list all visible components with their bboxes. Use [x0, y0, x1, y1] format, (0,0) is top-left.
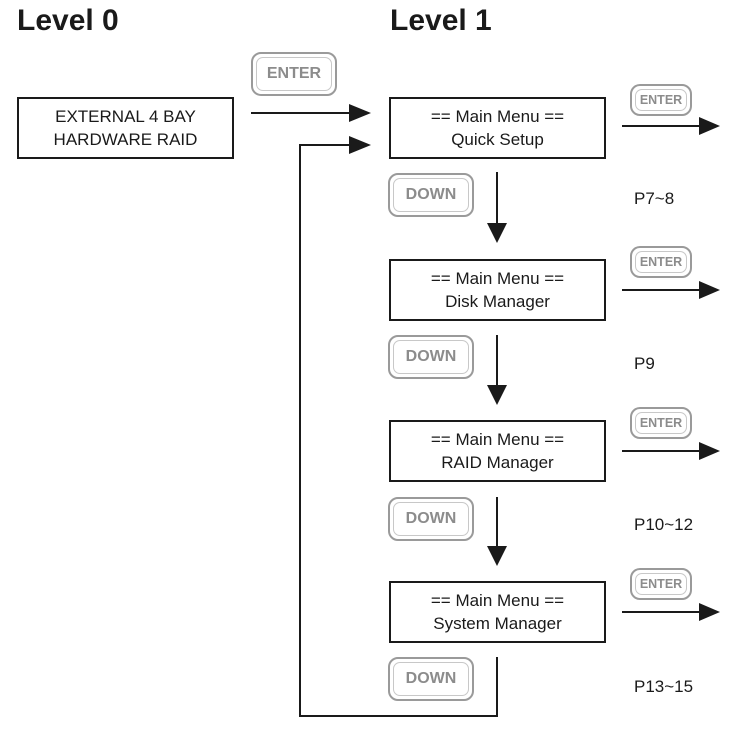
enter-button-disk-manager[interactable]: ENTER [630, 246, 692, 278]
down-button-1[interactable]: DOWN [388, 173, 474, 217]
return-loop-arrow [299, 136, 498, 717]
menu-display-line1: == Main Menu == [430, 591, 565, 610]
page-ref-disk-manager: P9 [634, 354, 655, 373]
page-ref-quick-setup: P7~8 [634, 189, 675, 208]
menu-display-line1: == Main Menu == [430, 430, 565, 449]
down-button-4[interactable]: DOWN [388, 657, 474, 701]
menu-display-quick-setup: == Main Menu == Quick Setup [389, 97, 606, 159]
level0-display-line2: HARDWARE RAID [53, 130, 198, 149]
level0-heading: Level 0 [17, 4, 119, 37]
enter-arrow-system-manager [622, 603, 720, 621]
down-button-2[interactable]: DOWN [388, 335, 474, 379]
enter-arrow-level0 [251, 104, 371, 122]
menu-display-line1: == Main Menu == [430, 269, 565, 288]
enter-arrow-disk-manager [622, 281, 720, 299]
menu-display-line2: System Manager [433, 614, 562, 633]
enter-arrow-raid-manager [622, 442, 720, 460]
menu-display-line1: == Main Menu == [430, 107, 565, 126]
enter-button-level0[interactable]: ENTER [251, 52, 337, 96]
down-arrow-3 [487, 497, 507, 566]
down-arrow-2 [487, 335, 507, 405]
page-ref-raid-manager: P10~12 [634, 515, 694, 534]
menu-display-line2: RAID Manager [441, 453, 554, 472]
down-arrow-1 [487, 172, 507, 243]
menu-display-line2: Quick Setup [451, 130, 544, 149]
menu-display-raid-manager: == Main Menu == RAID Manager [389, 420, 606, 482]
level0-display-line1: EXTERNAL 4 BAY [55, 107, 196, 126]
enter-button-quick-setup[interactable]: ENTER [630, 84, 692, 116]
level1-heading: Level 1 [390, 4, 492, 37]
page-ref-system-manager: P13~15 [634, 677, 694, 696]
menu-display-line2: Disk Manager [445, 292, 550, 311]
enter-button-system-manager[interactable]: ENTER [630, 568, 692, 600]
down-button-3[interactable]: DOWN [388, 497, 474, 541]
menu-display-system-manager: == Main Menu == System Manager [389, 581, 606, 643]
level0-display: EXTERNAL 4 BAY HARDWARE RAID [17, 97, 234, 159]
enter-arrow-quick-setup [622, 117, 720, 135]
menu-display-disk-manager: == Main Menu == Disk Manager [389, 259, 606, 321]
enter-button-raid-manager[interactable]: ENTER [630, 407, 692, 439]
